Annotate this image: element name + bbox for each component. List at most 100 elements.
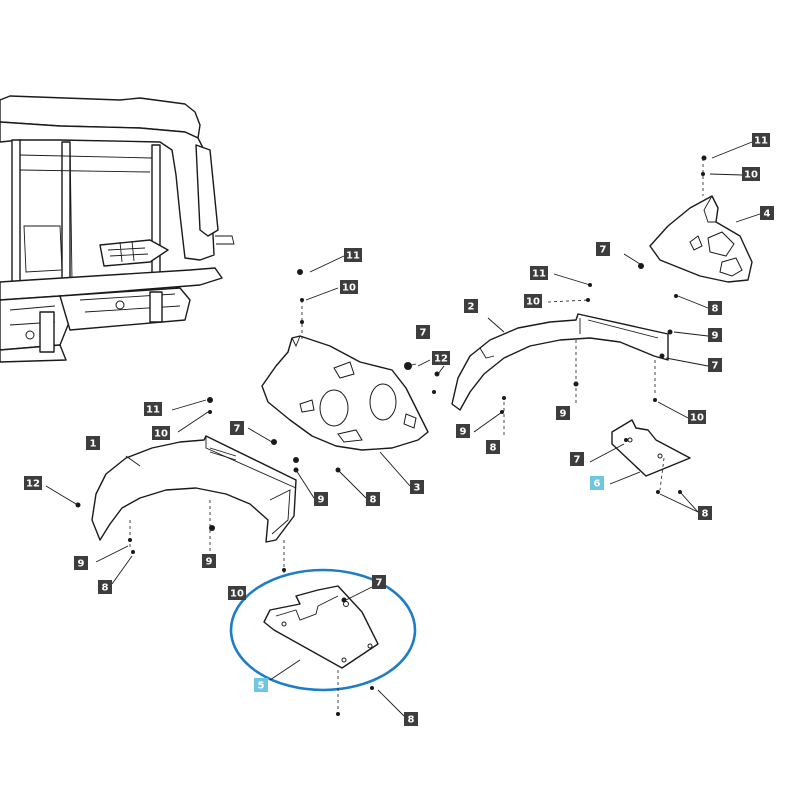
callout-box — [344, 248, 362, 262]
callout-box — [742, 167, 760, 181]
callout-8: 8 — [404, 712, 418, 726]
callout-box — [708, 301, 722, 315]
callout-box — [456, 424, 470, 438]
callout-number: 10 — [744, 170, 758, 181]
callout-8: 8 — [366, 492, 380, 506]
callout-box — [590, 476, 604, 490]
part-6-cover-plate — [611, 419, 691, 477]
callout-box — [340, 280, 358, 294]
callout-number: 7 — [234, 424, 241, 435]
callout-9: 9 — [202, 554, 216, 568]
callout-number: 11 — [532, 269, 546, 280]
callout-11: 11 — [752, 133, 770, 147]
callout-5: 5 — [254, 678, 268, 692]
callout-number: 9 — [318, 495, 325, 506]
callout-number: 7 — [376, 578, 383, 589]
fasteners — [45, 141, 761, 717]
callout-box — [464, 299, 478, 313]
callout-box — [314, 492, 328, 506]
callout-box — [432, 351, 450, 365]
callout-number: 9 — [560, 409, 567, 420]
callout-number: 4 — [764, 209, 771, 220]
callout-7: 7 — [708, 358, 722, 372]
callout-6: 6 — [590, 476, 604, 490]
part-5-cover-plate — [263, 585, 379, 669]
callout-number: 7 — [574, 455, 581, 466]
callout-11: 11 — [144, 402, 162, 416]
callout-10: 10 — [742, 167, 760, 181]
callout-11: 11 — [530, 266, 548, 280]
part-1-left-fender — [91, 435, 297, 543]
callout-box — [688, 410, 706, 424]
callout-7: 7 — [596, 242, 610, 256]
callout-box — [86, 436, 100, 450]
callout-box — [760, 206, 774, 220]
callout-number: 9 — [78, 559, 85, 570]
callout-10: 10 — [340, 280, 358, 294]
callout-box — [228, 586, 246, 600]
callout-box — [596, 242, 610, 256]
callout-number: 10 — [342, 283, 356, 294]
callout-box — [752, 133, 770, 147]
callout-number: 8 — [490, 443, 497, 454]
callout-number: 6 — [594, 479, 601, 490]
tractor-cab-frame — [0, 95, 235, 363]
callout-number: 9 — [460, 427, 467, 438]
highlight-ring — [229, 568, 417, 692]
callout-box — [372, 575, 386, 589]
part-4-side-cover — [649, 158, 753, 283]
callout-number: 8 — [702, 509, 709, 520]
callout-number: 10 — [230, 589, 244, 600]
callout-number: 7 — [712, 361, 719, 372]
callout-number: 12 — [26, 479, 40, 490]
callout-box — [366, 492, 380, 506]
callout-10: 10 — [524, 294, 542, 308]
callout-number: 9 — [206, 557, 213, 568]
callout-number: 10 — [690, 413, 704, 424]
callout-12: 12 — [24, 476, 42, 490]
callout-number: 11 — [346, 251, 360, 262]
callout-11: 11 — [344, 248, 362, 262]
callout-number: 11 — [754, 136, 768, 147]
callout-box — [144, 402, 162, 416]
callout-number: 7 — [600, 245, 607, 256]
callout-10: 10 — [152, 426, 170, 440]
callout-box — [570, 452, 584, 466]
callout-box — [708, 358, 722, 372]
callout-7: 7 — [230, 421, 244, 435]
callout-8: 8 — [486, 440, 500, 454]
callout-box — [152, 426, 170, 440]
callout-8: 8 — [698, 506, 712, 520]
callout-2: 2 — [464, 299, 478, 313]
callout-number: 12 — [434, 354, 448, 365]
callout-number: 1 — [90, 439, 97, 450]
callout-box — [524, 294, 542, 308]
part-2-right-fender — [451, 313, 669, 411]
callout-number: 11 — [146, 405, 160, 416]
callout-9: 9 — [708, 328, 722, 342]
callout-number: 2 — [468, 302, 475, 313]
callout-10: 10 — [688, 410, 706, 424]
callout-number: 10 — [154, 429, 168, 440]
callout-number: 7 — [420, 328, 427, 339]
callout-box — [416, 325, 430, 339]
callout-number: 9 — [712, 331, 719, 342]
callout-number: 8 — [408, 715, 415, 726]
callout-box — [556, 406, 570, 420]
callout-box — [708, 328, 722, 342]
callout-box — [24, 476, 42, 490]
callout-box — [410, 480, 424, 494]
callout-box — [698, 506, 712, 520]
callout-8: 8 — [98, 580, 112, 594]
callout-3: 3 — [410, 480, 424, 494]
callout-box — [404, 712, 418, 726]
callout-box — [202, 554, 216, 568]
part-3-center-cowl — [261, 335, 429, 451]
callout-7: 7 — [416, 325, 430, 339]
callout-box — [254, 678, 268, 692]
callout-9: 9 — [556, 406, 570, 420]
callout-number: 3 — [414, 483, 421, 494]
callout-box — [98, 580, 112, 594]
callout-9: 9 — [456, 424, 470, 438]
